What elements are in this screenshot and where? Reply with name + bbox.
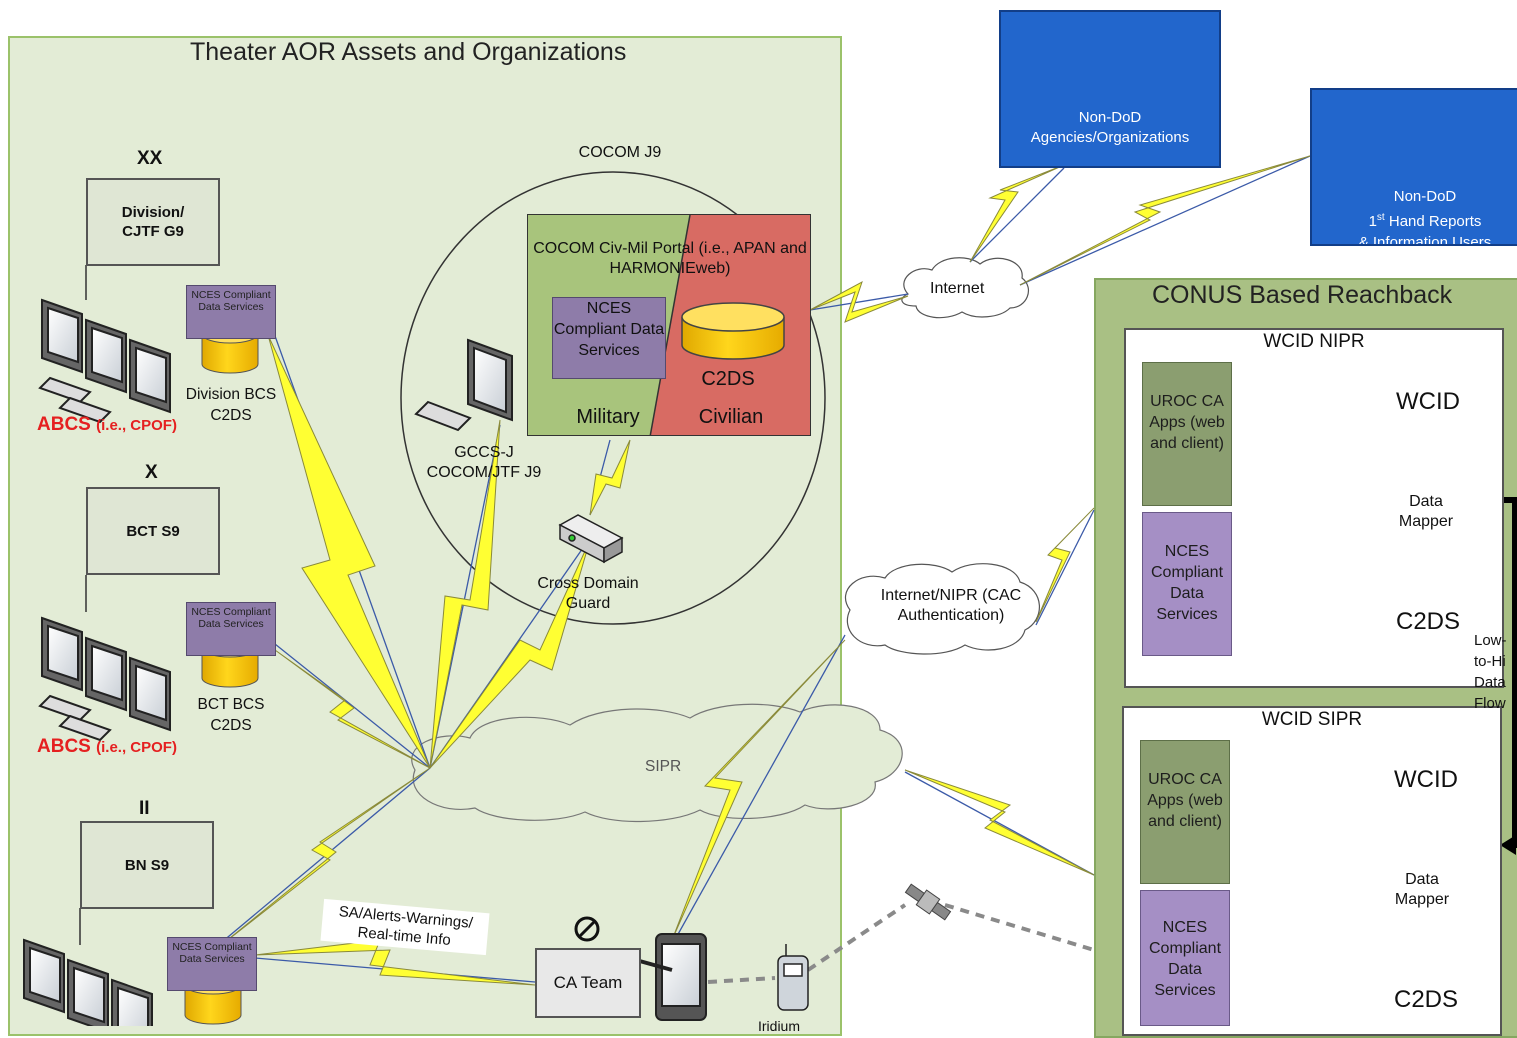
bct-abcs-sub: (i.e., CPOF)	[96, 739, 177, 756]
ca-team-box: CA Team	[535, 948, 641, 1018]
nipr-label: Internet/NIPR (CAC Authentication)	[880, 587, 1022, 624]
reports-line2-sup: st	[1376, 212, 1385, 223]
bct-abcs-label: ABCS (i.e., CPOF)	[37, 736, 177, 758]
nipr-nces-box: NCES Compliant Data Services	[1142, 512, 1232, 656]
reports-line2-pre: 1	[1368, 213, 1377, 230]
nipr-cloud	[844, 563, 1040, 655]
nipr-uroc-box: UROC CA Apps (web and client)	[1142, 362, 1232, 506]
bct-org-box: BCT S9	[86, 487, 220, 575]
bn-org-box: BN S9	[80, 821, 214, 909]
non-dod-reports-label: Non-DoD 1st Hand Reports & Information U…	[1312, 186, 1517, 246]
sipr-mapper-label: Data Mapper	[1394, 871, 1450, 908]
conus-title: CONUS Based Reachback	[1152, 281, 1453, 309]
portal-title: COCOM Civ-Mil Portal (i.e., APAN and HAR…	[533, 240, 807, 277]
division-nces-box: NCES Compliant Data Services	[186, 285, 276, 339]
division-echelon: XX	[137, 148, 163, 169]
gccs-label: GCCS-J COCOM/JTF J9	[426, 444, 542, 481]
cocom-title: COCOM J9	[578, 144, 662, 161]
division-abcs-label: ABCS (i.e., CPOF)	[37, 414, 177, 436]
theater-title: Theater AOR Assets and Organizations	[190, 38, 627, 66]
nipr-wcid-label: WCID	[1396, 388, 1460, 415]
portal-nces-box: NCES Compliant Data Services	[552, 297, 666, 379]
division-bcs-label: Division BCS C2DS	[185, 386, 277, 424]
cocom-ellipse	[400, 171, 826, 625]
bn-workstations	[23, 938, 153, 1026]
portal-military-label: Military	[576, 406, 640, 428]
gccs-computer	[414, 338, 513, 432]
division-org-label: Division/ CJTF G9	[121, 204, 185, 240]
nipr-c2ds-label: C2DS	[1396, 608, 1461, 635]
portal-c2ds-label: C2DS	[701, 368, 755, 390]
cross-domain-guard-icon	[558, 514, 624, 564]
reports-line3: & Information Users	[1358, 234, 1492, 246]
bn-nces-box: NCES Compliant Data Services	[167, 937, 257, 991]
sipr-cloud	[411, 703, 903, 823]
cocom-portal: COCOM Civ-Mil Portal (i.e., APAN and HAR…	[527, 214, 811, 436]
bct-nces-box: NCES Compliant Data Services	[186, 602, 276, 656]
reports-line2-post: Hand Reports	[1384, 213, 1482, 230]
prohibited-icon	[574, 916, 600, 942]
division-workstations	[38, 298, 171, 424]
internet-cloud	[901, 257, 1029, 319]
sipr-wcid-label: WCID	[1394, 766, 1458, 793]
bct-echelon: X	[145, 462, 158, 483]
iridium-label: Iridium	[758, 1018, 801, 1034]
sipr-label: SIPR	[645, 758, 682, 775]
guard-label: Cross Domain Guard	[537, 575, 639, 612]
non-dod-reports-box: Non-DoD 1st Hand Reports & Information U…	[1310, 88, 1517, 246]
portal-civilian-label: Civilian	[698, 406, 764, 428]
tablet-device-icon	[635, 933, 707, 1021]
wcid-nipr-title: WCID NIPR	[1263, 331, 1365, 352]
sipr-c2ds-label: C2DS	[1394, 986, 1459, 1013]
bct-workstations	[38, 616, 171, 742]
non-dod-agencies-box: Non-DoD Agencies/Organizations	[999, 10, 1221, 168]
nipr-mapper-label: Data Mapper	[1398, 493, 1454, 530]
bct-abcs-main: ABCS	[37, 736, 91, 757]
iridium-phone-icon	[777, 944, 809, 1011]
sipr-nces-box: NCES Compliant Data Services	[1140, 890, 1230, 1026]
reports-line2: 1st Hand Reports	[1312, 207, 1517, 232]
non-dod-agencies-label: Non-DoD Agencies/Organizations	[1030, 109, 1190, 146]
sipr-uroc-box: UROC CA Apps (web and client)	[1140, 740, 1230, 884]
division-org-box: Division/ CJTF G9	[86, 178, 220, 266]
division-abcs-main: ABCS	[37, 414, 91, 435]
bn-echelon: II	[139, 798, 150, 819]
low-to-hi-flow-label: Low- to-Hi Data Flow	[1474, 632, 1507, 712]
wcid-sipr-title: WCID SIPR	[1261, 709, 1363, 730]
bct-bcs-label: BCT BCS C2DS	[197, 696, 265, 734]
internet-label: Internet	[930, 280, 985, 297]
reports-line1: Non-DoD	[1393, 188, 1457, 205]
portal-c2ds-cylinder	[681, 302, 785, 360]
division-abcs-sub: (i.e., CPOF)	[96, 417, 177, 434]
satellite-icon	[904, 883, 952, 921]
